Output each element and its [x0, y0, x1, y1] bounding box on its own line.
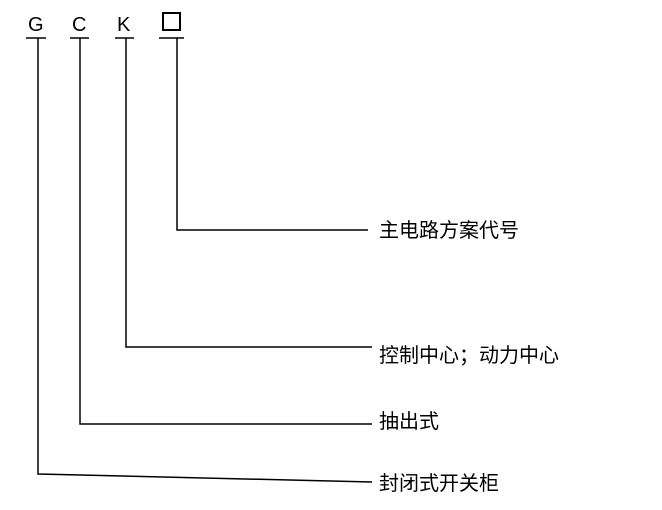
- code-letter-k-group: K: [115, 14, 134, 39]
- code-letter-c-group: C: [70, 14, 89, 39]
- code-letter-k: K: [117, 14, 131, 36]
- code-letter-g-group: G: [26, 14, 46, 39]
- description-main-circuit: 主电路方案代号: [379, 218, 519, 242]
- code-letter-g: G: [28, 14, 44, 36]
- description-control-power-center: 控制中心；动力中心: [379, 343, 559, 367]
- code-letter-c: C: [72, 14, 86, 36]
- leader-line-g: [37, 38, 373, 483]
- placeholder-square: [162, 12, 181, 31]
- description-withdrawable: 抽出式: [379, 409, 439, 433]
- leader-line-c: [79, 38, 372, 425]
- empty-square-icon: [159, 12, 184, 39]
- description-enclosed-switchgear: 封闭式开关柜: [379, 471, 499, 495]
- leader-line-placeholder: [176, 38, 368, 231]
- leader-line-k: [125, 38, 372, 348]
